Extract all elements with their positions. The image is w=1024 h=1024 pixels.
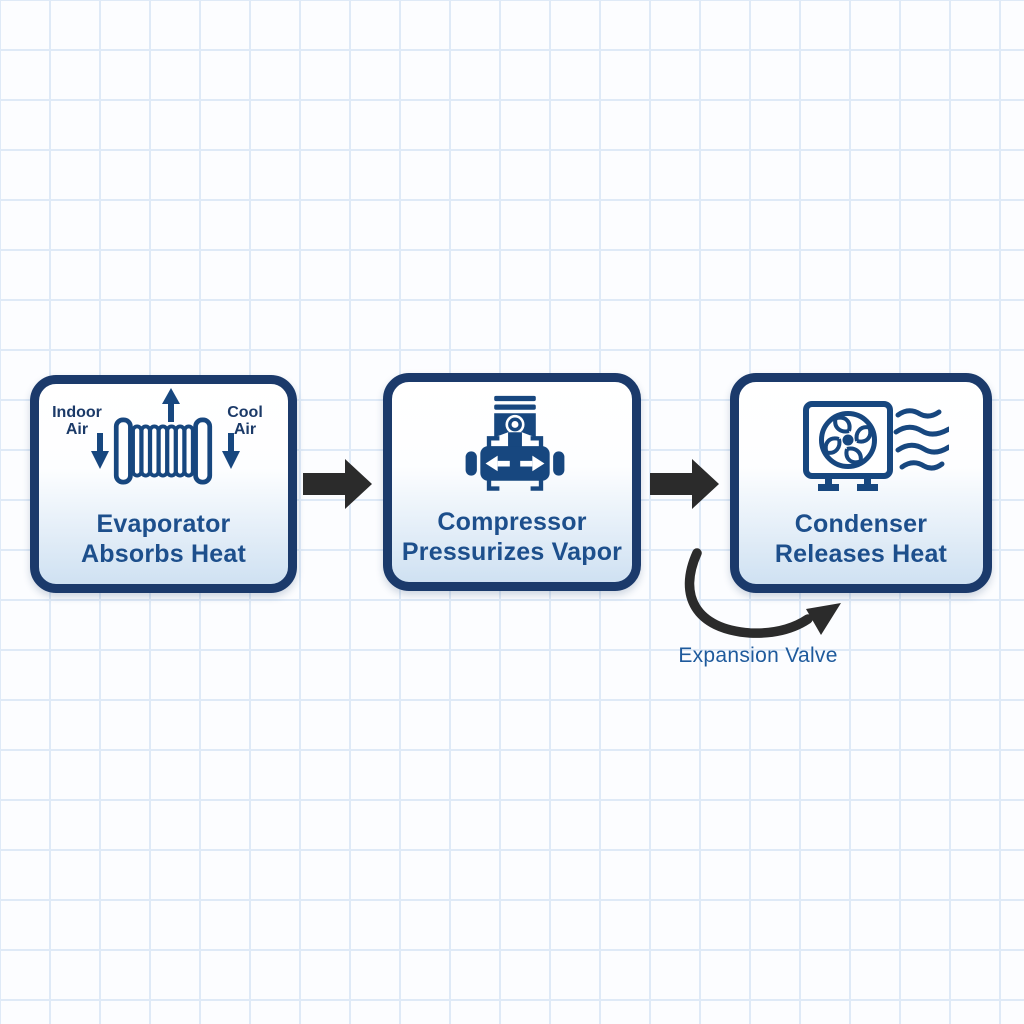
down-arrow-icon — [222, 433, 240, 469]
evaporator-title: Evaporator Absorbs Heat — [81, 510, 246, 568]
fan-blades-icon — [823, 415, 873, 465]
down-arrow-icon — [91, 433, 109, 469]
condenser-title: Condenser Releases Heat — [774, 510, 948, 568]
up-arrow-icon — [162, 388, 180, 422]
step-box-compressor: Compressor Pressurizes Vapor — [383, 373, 641, 591]
flow-arrow-right-icon — [650, 459, 719, 509]
cool-air-label: Cool Air — [227, 404, 263, 438]
compressor-icon — [465, 395, 565, 491]
condenser-icon-zone — [739, 382, 983, 584]
evaporator-icon-zone: Indoor Air — [39, 384, 288, 584]
step-box-evaporator: Indoor Air — [30, 375, 297, 593]
unit-feet — [818, 476, 878, 491]
step-box-condenser: Condenser Releases Heat — [730, 373, 992, 593]
indoor-air-label: Indoor Air — [52, 404, 102, 438]
compressor-icon-zone — [392, 382, 632, 582]
condenser-fan-airflow-icon — [803, 401, 949, 491]
flow-arrow-right-icon — [303, 459, 372, 509]
expansion-valve-label: Expansion Valve — [678, 644, 838, 667]
curved-arrow-icon — [684, 548, 841, 638]
evaporator-coil-icon — [113, 417, 213, 485]
compressor-title: Compressor Pressurizes Vapor — [401, 508, 623, 566]
airflow-waves-icon — [893, 408, 949, 471]
